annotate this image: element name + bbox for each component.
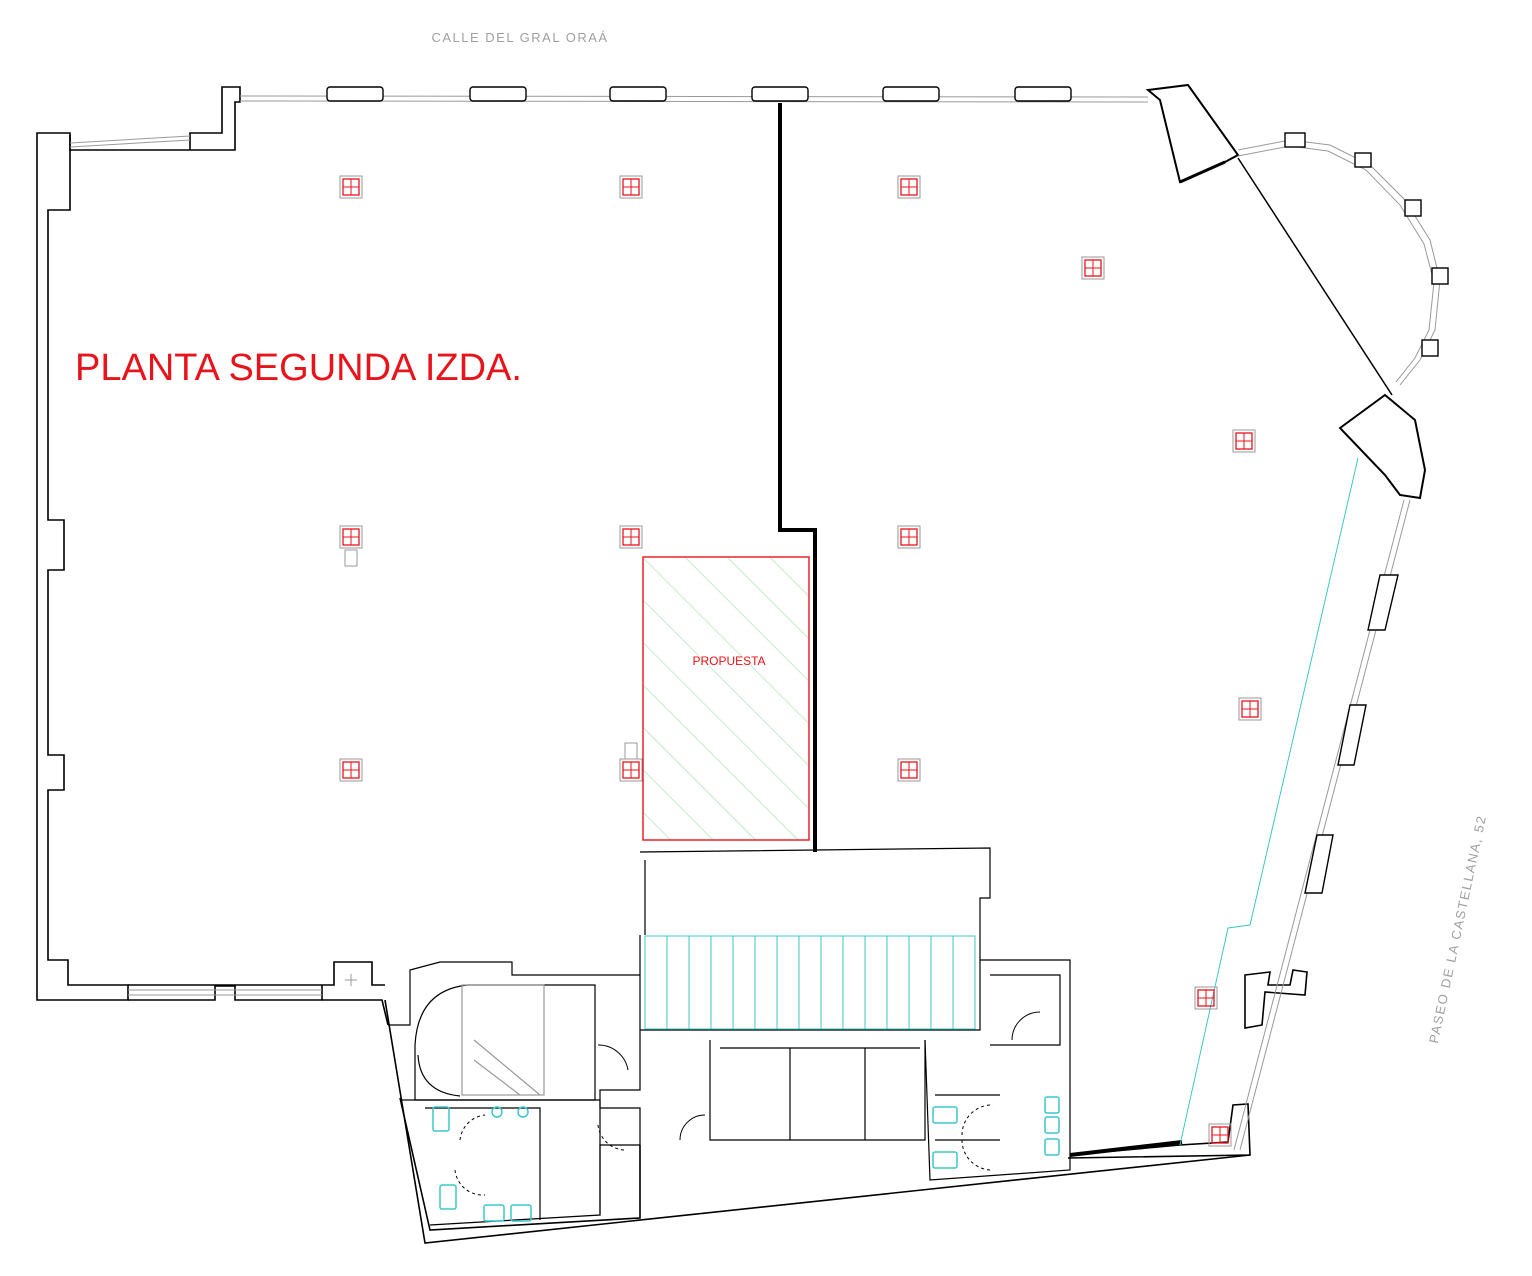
column xyxy=(619,175,643,199)
inner-partition-line xyxy=(1179,457,1359,1146)
column xyxy=(1208,1123,1232,1147)
sanitary-fixtures xyxy=(432,1096,1060,1222)
stair-core xyxy=(388,961,640,1226)
column xyxy=(339,525,363,549)
column xyxy=(1232,429,1256,453)
column xyxy=(339,175,363,199)
column xyxy=(619,758,643,782)
column xyxy=(897,525,921,549)
column xyxy=(1194,986,1218,1010)
structural-columns xyxy=(339,175,1262,1147)
proposal-area[interactable] xyxy=(642,556,810,841)
plan-title: PLANTA SEGUNDA IZDA. xyxy=(75,347,522,389)
plus-marker xyxy=(345,974,357,986)
stair-treads xyxy=(666,936,954,1029)
column-details xyxy=(344,549,638,760)
central-core xyxy=(599,847,1071,1215)
column xyxy=(619,525,643,549)
street-label-top: CALLE DEL GRAL ORAÁ xyxy=(431,30,608,45)
proposal-label: PROPUESTA xyxy=(692,654,765,668)
lobby-stair-treads xyxy=(644,935,976,1030)
column xyxy=(339,758,363,782)
column xyxy=(1081,256,1105,280)
door-swings xyxy=(454,1104,994,1196)
street-label-right: PASEO DE LA CASTELLANA, 52 xyxy=(1426,813,1489,1044)
column xyxy=(1238,697,1262,721)
window-frames xyxy=(326,86,1449,894)
door-arcs-solid xyxy=(597,1011,1041,1141)
column xyxy=(897,758,921,782)
column xyxy=(897,175,921,199)
